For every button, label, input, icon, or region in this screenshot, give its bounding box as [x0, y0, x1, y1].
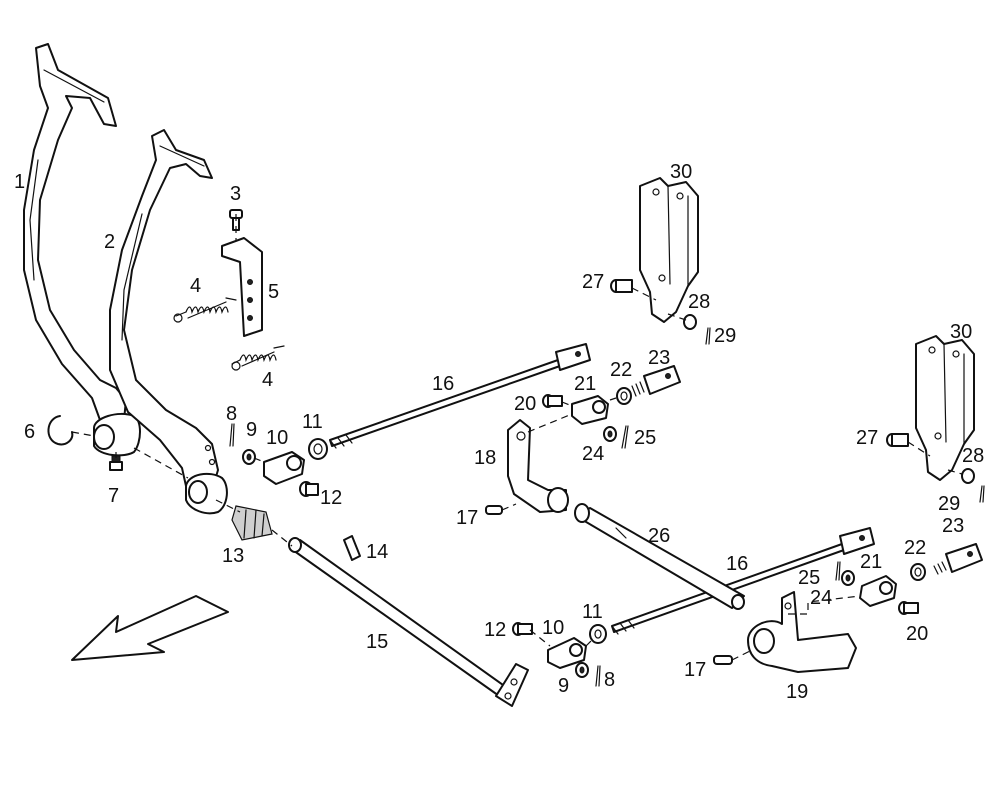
callout-29-upper: 29 [714, 325, 736, 347]
callout-26: 26 [648, 525, 670, 547]
callout-9-upper: 9 [246, 419, 257, 441]
callout-12-lower: 12 [484, 619, 506, 641]
callout-23-upper: 23 [648, 347, 670, 369]
eye-bolt-23-upper [631, 365, 681, 397]
callout-24-upper: 24 [582, 443, 604, 465]
callout-30-upper: 30 [670, 161, 692, 183]
circlip-6 [47, 415, 74, 446]
callout-16-lower: 16 [726, 553, 748, 575]
callout-7: 7 [108, 485, 119, 507]
callout-9-lower: 9 [558, 675, 569, 697]
callout-2: 2 [104, 231, 115, 253]
rod-16-upper [329, 343, 591, 449]
callout-13: 13 [222, 545, 244, 567]
nut-11-upper [308, 438, 328, 460]
split-pin-29-upper [705, 327, 711, 345]
pedal-arm-1 [23, 43, 141, 457]
grease-nipple-7 [109, 455, 123, 471]
washer-9-lower [575, 662, 589, 678]
callout-1: 1 [14, 171, 25, 193]
callout-29-lower: 29 [938, 493, 960, 515]
callout-27-lower: 27 [856, 427, 878, 449]
eye-bolt-23-lower [933, 543, 983, 575]
washer-28-upper [683, 314, 697, 330]
nut-22-lower [910, 563, 926, 581]
callout-6: 6 [24, 421, 35, 443]
shaft-26 [574, 503, 745, 610]
clevis-21-upper [571, 395, 609, 425]
callout-27-upper: 27 [582, 271, 604, 293]
spring-4-lower [231, 345, 285, 371]
split-pin-29-lower [979, 485, 985, 503]
callout-28-upper: 28 [688, 291, 710, 313]
pin-20-lower [898, 601, 919, 615]
direction-arrow-icon [71, 595, 229, 661]
split-pin-8-upper [229, 423, 235, 447]
callout-14: 14 [366, 541, 388, 563]
pin-12-lower [512, 622, 533, 636]
callout-24-lower: 24 [810, 587, 832, 609]
lever-19 [747, 591, 857, 673]
callout-11-lower: 11 [582, 601, 603, 623]
callout-8-lower: 8 [604, 669, 615, 691]
pin-12-upper [299, 481, 319, 497]
callout-4-lower: 4 [262, 369, 273, 391]
pin-20-upper [542, 394, 563, 408]
pedal-arm-2 [109, 129, 228, 515]
callout-10-upper: 10 [266, 427, 288, 449]
callout-30-lower: 30 [950, 321, 972, 343]
nut-22-upper [616, 387, 632, 405]
split-pin-25-upper [621, 425, 629, 449]
callout-8-upper: 8 [226, 403, 237, 425]
pin-17-lower [713, 655, 733, 665]
callout-17-lower: 17 [684, 659, 706, 681]
washer-24-lower [841, 570, 855, 586]
bracket-30-lower [915, 335, 975, 481]
callout-22-lower: 22 [904, 537, 926, 559]
pin-27-lower [886, 433, 909, 447]
spring-4-upper [173, 297, 237, 323]
callout-21-lower: 21 [860, 551, 882, 573]
lever-18 [507, 419, 569, 513]
roll-pin-14 [343, 535, 361, 561]
callout-25-upper: 25 [634, 427, 656, 449]
washer-9-upper [242, 449, 256, 465]
clevis-10-upper [263, 451, 305, 485]
split-pin-8-lower [595, 665, 601, 687]
callout-19: 19 [786, 681, 808, 703]
callout-5: 5 [268, 281, 279, 303]
bracket-30-upper [639, 177, 699, 323]
assembly-lines [71, 214, 963, 661]
callout-labels: 1 2 3 4 4 5 6 7 8 9 10 11 12 13 14 15 16… [14, 161, 984, 703]
callout-11-upper: 11 [302, 411, 323, 433]
callout-25-lower: 25 [798, 567, 820, 589]
callout-16-upper: 16 [432, 373, 454, 395]
bracket-5 [221, 237, 263, 337]
washer-28-lower [961, 468, 975, 484]
pin-27-upper [610, 279, 633, 293]
clevis-10-lower [547, 637, 587, 669]
callout-12-upper: 12 [320, 487, 342, 509]
callout-15: 15 [366, 631, 388, 653]
callout-17-upper: 17 [456, 507, 478, 529]
callout-28-lower: 28 [962, 445, 984, 467]
callout-3: 3 [230, 183, 241, 205]
callout-20-lower: 20 [906, 623, 928, 645]
callout-21-upper: 21 [574, 373, 596, 395]
bushing-13 [231, 505, 273, 541]
pin-17-upper [485, 505, 503, 515]
nut-11-lower [589, 624, 607, 644]
clevis-21-lower [859, 575, 897, 607]
callout-23-lower: 23 [942, 515, 964, 537]
callout-10-lower: 10 [542, 617, 564, 639]
split-pin-25-lower [835, 561, 841, 581]
callout-20-upper: 20 [514, 393, 536, 415]
callout-18: 18 [474, 447, 496, 469]
callout-4-upper: 4 [190, 275, 201, 297]
washer-24-upper [603, 426, 617, 442]
callout-22-upper: 22 [610, 359, 632, 381]
cross-shaft-15 [288, 537, 529, 707]
